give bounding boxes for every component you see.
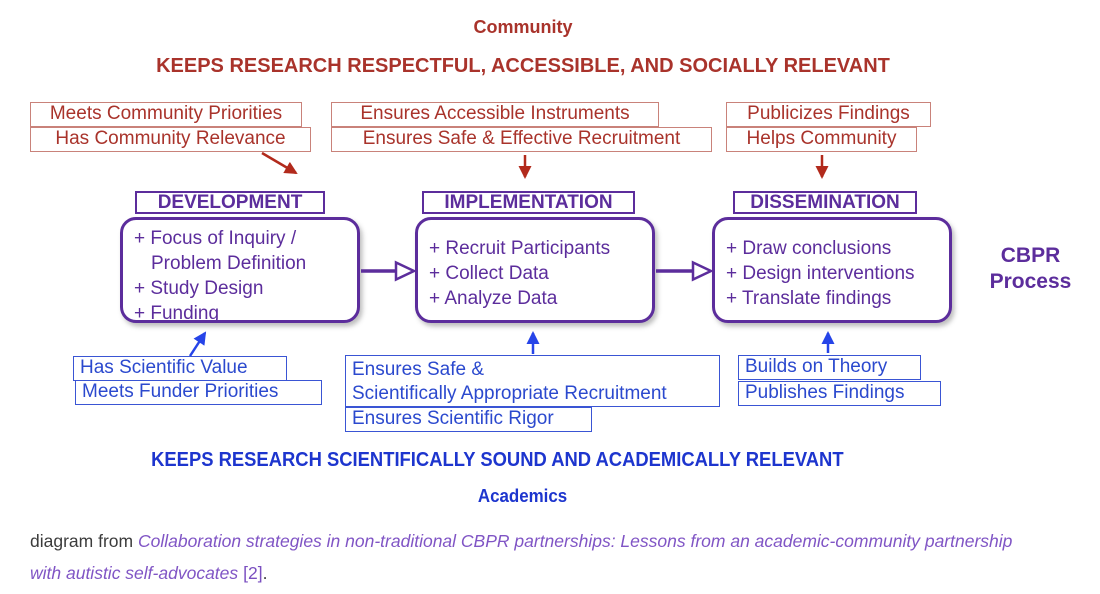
academics-label: Academics [0, 486, 1046, 507]
cbpr-process-line1: CBPR [1000, 244, 1061, 267]
cbpr-process-line2: Process [989, 270, 1072, 293]
stage-header-implementation: IMPLEMENTATION [422, 191, 635, 214]
academics-headline: KEEPS RESEARCH SCIENTIFICALLY SOUND AND … [0, 449, 1020, 472]
stage-item: + Draw conclusions [726, 238, 892, 259]
academic-note-impl-line1: Ensures Safe & [352, 359, 485, 380]
academics-headline-text: KEEPS RESEARCH SCIENTIFICALLY SOUND AND … [150, 449, 844, 471]
community-note-dev-1: Meets Community Priorities [30, 102, 302, 127]
community-headline: KEEPS RESEARCH RESPECTFUL, ACCESSIBLE, A… [156, 55, 890, 77]
academic-note-impl-line2: Scientifically Appropriate Recruitment [352, 383, 667, 404]
academic-note-dev-2: Meets Funder Priorities [75, 380, 322, 405]
blue-arrow-up-development [188, 331, 207, 357]
stage-item: + Recruit Participants [429, 238, 611, 259]
academic-note-impl-2: Ensures Scientific Rigor [345, 407, 592, 432]
cbpr-process-label: CBPR Process [958, 243, 1100, 295]
community-note-dev-2: Has Community Relevance [30, 127, 311, 152]
caption-prefix: diagram from [30, 531, 138, 551]
stage-item: + Collect Data [429, 263, 549, 284]
stage-item: + Funding [134, 303, 220, 324]
stage-header-development: DEVELOPMENT [135, 191, 325, 214]
stage-box-development: + Focus of Inquiry / Problem Definition … [120, 217, 360, 324]
academic-note-diss-2: Publishes Findings [738, 381, 941, 406]
community-note-diss-1: Publicizes Findings [726, 102, 931, 127]
stage-item: Problem Definition [151, 253, 307, 274]
community-label: Community [473, 17, 573, 37]
stage-header-dissemination: DISSEMINATION [733, 191, 917, 214]
stage-box-dissemination: + Draw conclusions + Design intervention… [712, 217, 952, 323]
purple-flow-arrow-2-head [691, 260, 714, 282]
caption-link[interactable]: Collaboration strategies in non-traditio… [30, 531, 1013, 583]
stage-box-implementation: + Recruit Participants + Collect Data + … [415, 217, 655, 323]
stage-item: + Study Design [134, 278, 264, 299]
caption: diagram from Collaboration strategies in… [30, 525, 1040, 589]
academics-label-text: Academics [478, 486, 568, 506]
academic-note-impl-1: Ensures Safe & Scientifically Appropriat… [345, 355, 720, 407]
stage-item: + Analyze Data [429, 288, 558, 309]
stage-item: + Focus of Inquiry / [134, 228, 297, 249]
community-note-impl-2: Ensures Safe & Effective Recruitment [331, 127, 712, 152]
community-note-diss-2: Helps Community [726, 127, 917, 152]
academic-note-dev-1: Has Scientific Value [73, 356, 287, 381]
red-arrow-down-development [261, 151, 298, 175]
stage-item: + Design interventions [726, 263, 915, 284]
caption-suffix: . [262, 563, 268, 583]
stage-item: + Translate findings [726, 288, 892, 309]
caption-reference[interactable]: [2] [243, 563, 263, 583]
academic-note-diss-1: Builds on Theory [738, 355, 921, 380]
community-note-impl-1: Ensures Accessible Instruments [331, 102, 659, 127]
purple-flow-arrow-1-head [394, 260, 417, 282]
